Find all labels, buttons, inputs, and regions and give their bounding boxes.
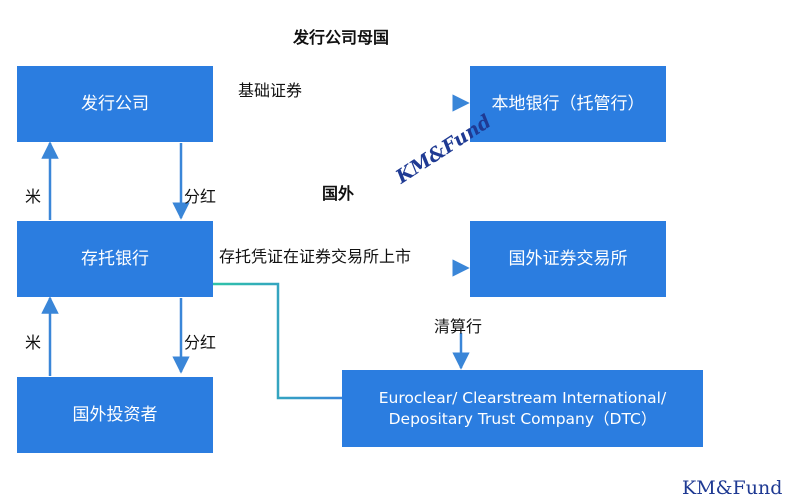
clearing-house-label: 清算行 xyxy=(434,317,483,336)
foreign-investor-box: 国外投资者 xyxy=(17,377,213,453)
connector-depositary-clearing xyxy=(213,282,342,400)
dividend-label-1: 分红 xyxy=(184,187,217,206)
abroad-header: 国外 xyxy=(322,184,355,203)
listing-label: 存托凭证在证券交易所上市 xyxy=(219,247,412,266)
watermark-corner: KM&Fund xyxy=(682,477,783,499)
issuer-label: 发行公司 xyxy=(81,93,149,114)
foreign-investor-label: 国外投资者 xyxy=(72,404,158,425)
underlying-securities-label: 基础证券 xyxy=(238,81,303,100)
depositary-bank-label: 存托银行 xyxy=(81,248,149,269)
clearing-label-line2: Depositary Trust Company（DTC） xyxy=(388,409,657,428)
issuer-box: 发行公司 xyxy=(17,66,213,142)
local-bank-label: 本地银行（托管行） xyxy=(491,93,645,114)
clearing-box: Euroclear/ Clearstream International/ De… xyxy=(342,370,703,447)
clearing-label-line1: Euroclear/ Clearstream International/ xyxy=(378,388,667,407)
home-country-header: 发行公司母国 xyxy=(293,28,390,47)
dividend-label-2: 分红 xyxy=(184,333,217,352)
depositary-bank-box: 存托银行 xyxy=(17,221,213,297)
local-bank-box: 本地银行（托管行） xyxy=(470,66,666,142)
rice-label-2: 米 xyxy=(25,333,42,352)
foreign-exchange-box: 国外证券交易所 xyxy=(470,221,666,297)
rice-label-1: 米 xyxy=(25,187,42,206)
foreign-exchange-label: 国外证券交易所 xyxy=(508,248,628,269)
